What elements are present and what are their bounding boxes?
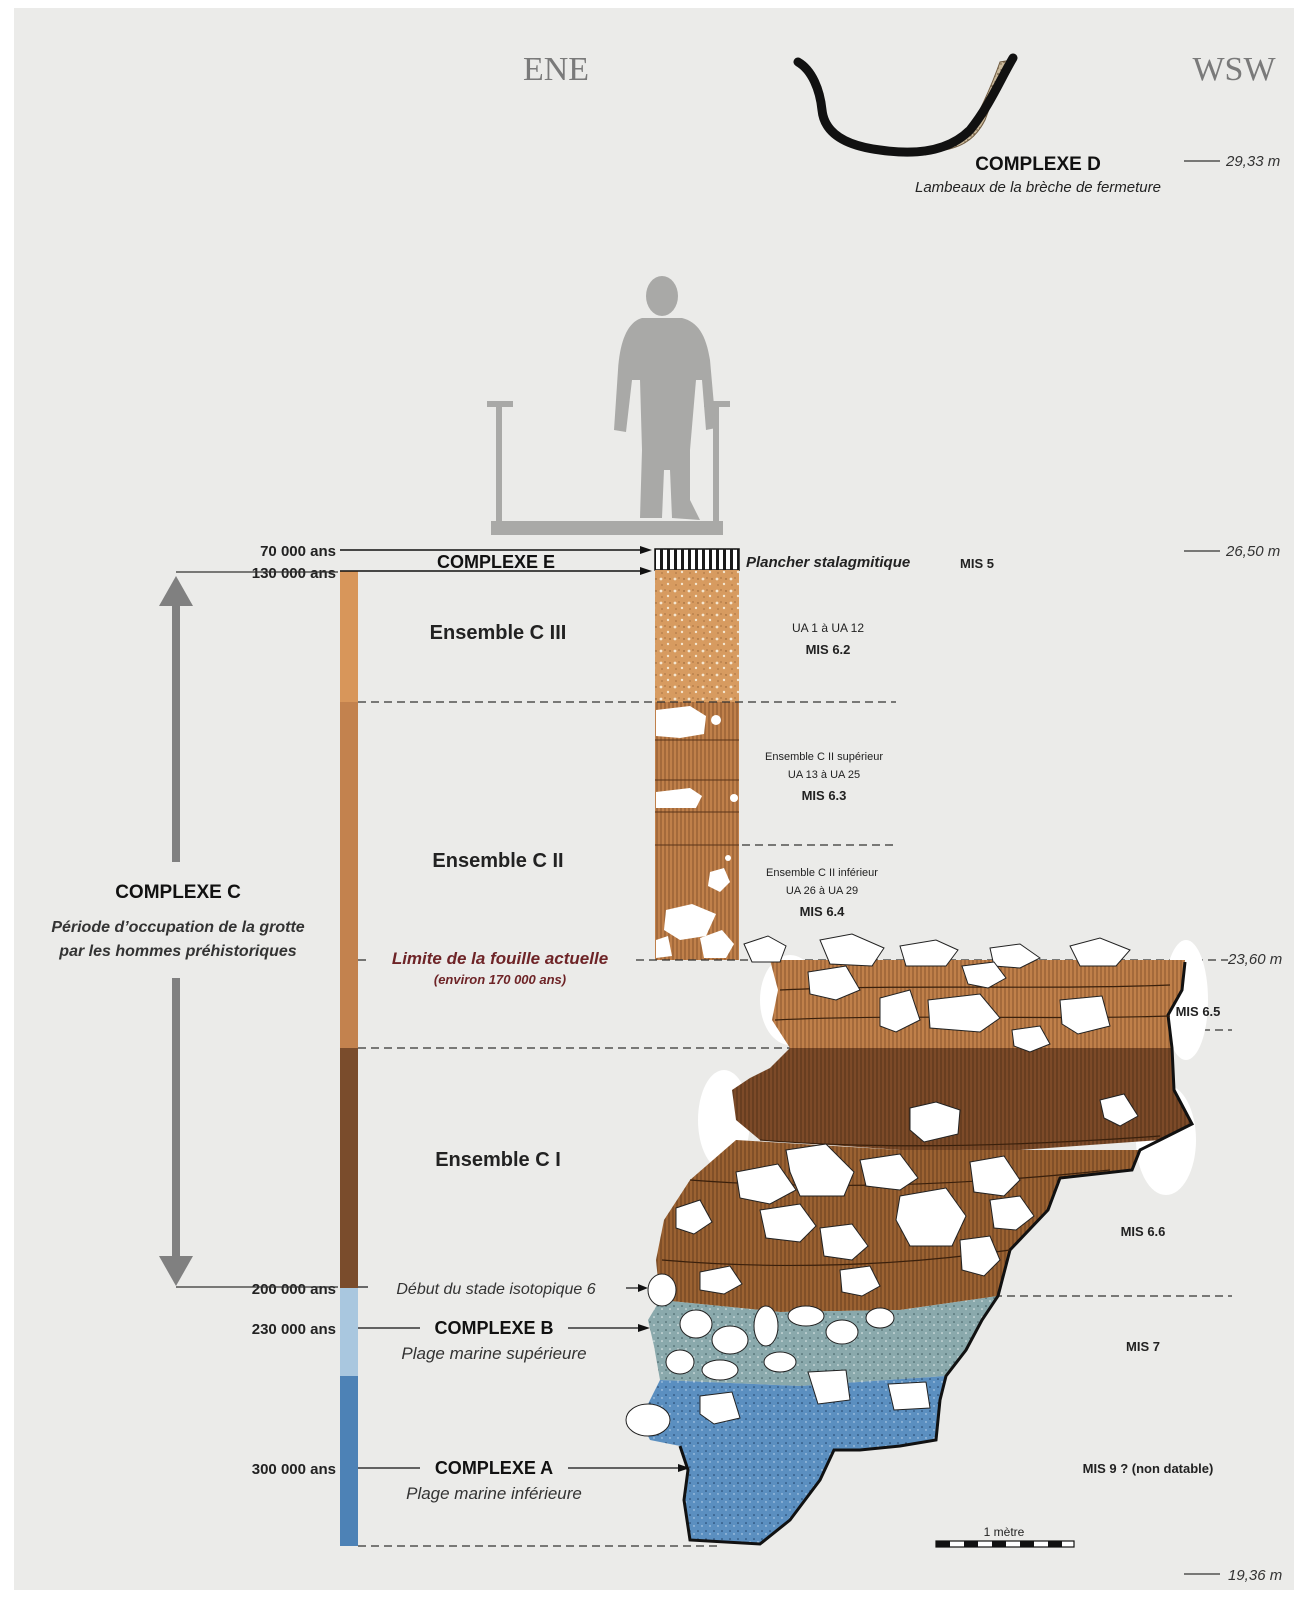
ensemble-c2-label: Ensemble C II	[432, 850, 563, 872]
scale-bar	[935, 1540, 1075, 1548]
mis-6-5: MIS 6.5	[1176, 1004, 1221, 1019]
mis-7: MIS 7	[1126, 1339, 1160, 1354]
time-bar	[340, 571, 358, 1546]
elevation-29-33: 29,33 m	[1225, 153, 1280, 170]
plancher-label: Plancher stalagmitique	[746, 554, 910, 571]
background	[14, 8, 1294, 1590]
c2-inf-mis: MIS 6.4	[800, 904, 846, 919]
age-300000: 300 000 ans	[252, 1461, 336, 1478]
age-130000: 130 000 ans	[252, 565, 336, 582]
upper-excavation-column	[654, 548, 740, 960]
complexe-b-subtitle: Plage marine supérieure	[401, 1344, 586, 1363]
lower-excavation-section	[625, 933, 1208, 1546]
age-230000: 230 000 ans	[252, 1321, 336, 1338]
elevation-19-36: 19,36 m	[1228, 1567, 1282, 1584]
complexe-b-arrow	[358, 1324, 650, 1332]
c3-mis-label: MIS 6.2	[806, 642, 851, 657]
elevation-23-60: 23,60 m	[1227, 951, 1282, 968]
mis-6-6: MIS 6.6	[1121, 1224, 1166, 1239]
complexe-b-title: COMPLEXE B	[434, 1318, 553, 1338]
debut-stade-arrow	[358, 1284, 648, 1292]
complexe-c-desc-line2: par les hommes préhistoriques	[58, 943, 297, 960]
c2-inf-ua: UA 26 à UA 29	[786, 885, 858, 897]
c2-sup-name: Ensemble C II supérieur	[765, 751, 883, 763]
ensemble-c1-label: Ensemble C I	[435, 1149, 561, 1171]
scale-bar-label: 1 mètre	[984, 1525, 1025, 1539]
complexe-c-desc-line1: Période d’occupation de la grotte	[51, 919, 304, 936]
complexe-a-subtitle: Plage marine inférieure	[406, 1484, 582, 1503]
orientation-wsw: WSW	[1192, 51, 1276, 88]
limite-title: Limite de la fouille actuelle	[392, 949, 608, 968]
complexe-d-title: COMPLEXE D	[975, 154, 1101, 175]
age-200000: 200 000 ans	[252, 1281, 336, 1298]
c2-sup-ua: UA 13 à UA 25	[788, 769, 860, 781]
human-scale-silhouette	[487, 276, 730, 535]
complexe-e-title: COMPLEXE E	[437, 552, 555, 572]
complexe-c-span-arrows	[159, 571, 338, 1288]
c3-ua-label: UA 1 à UA 12	[792, 621, 864, 635]
complexe-e-mis: MIS 5	[960, 556, 994, 571]
complexe-d-subtitle: Lambeaux de la brèche de fermeture	[915, 179, 1161, 196]
elevation-26-50: 26,50 m	[1225, 543, 1280, 560]
complexe-a-arrow	[358, 1464, 690, 1472]
complexe-e-pointers	[340, 546, 652, 575]
orientation-ene: ENE	[523, 51, 589, 88]
c2-inf-name: Ensemble C II inférieur	[766, 867, 878, 879]
mis-9: MIS 9 ? (non datable)	[1083, 1461, 1214, 1476]
elevation-marks	[1184, 160, 1220, 1575]
complexe-c-title: COMPLEXE C	[115, 882, 241, 903]
limite-sub: (environ 170 000 ans)	[434, 972, 566, 987]
complexe-d-arch	[793, 53, 1018, 157]
age-70000: 70 000 ans	[260, 543, 336, 560]
c2-sup-mis: MIS 6.3	[802, 788, 847, 803]
ensemble-c3-label: Ensemble C III	[430, 622, 567, 644]
complexe-a-title: COMPLEXE A	[435, 1458, 553, 1478]
debut-stade-label: Début du stade isotopique 6	[396, 1281, 595, 1298]
